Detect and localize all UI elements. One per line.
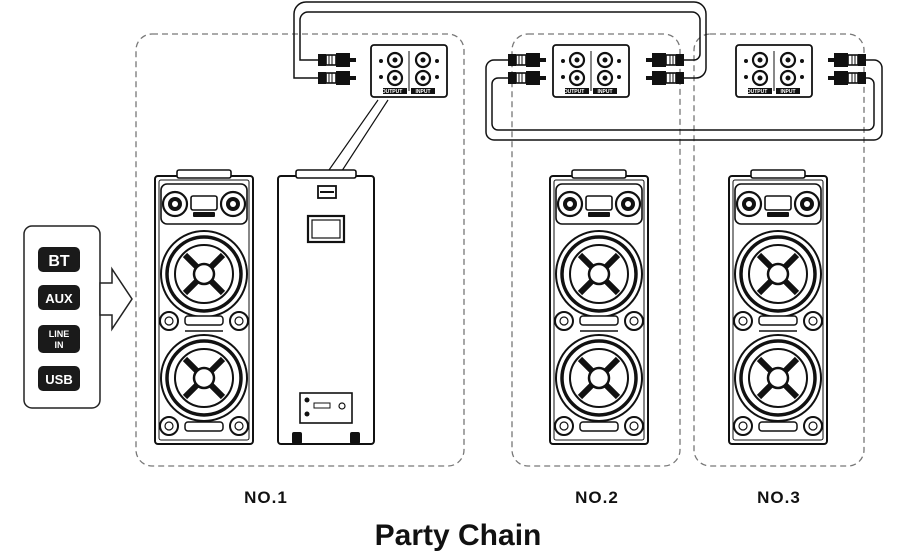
speaker-2-front [550, 170, 648, 444]
diagram-title: Party Chain [375, 519, 542, 552]
jack-panel-2: OUTPUT INPUT [551, 43, 631, 99]
unit-label-1: NO.1 [244, 488, 288, 507]
source-badge-usb: USB [38, 366, 80, 391]
input-label: INPUT [598, 89, 613, 95]
source-label-in: IN [55, 340, 64, 350]
source-badge-aux: AUX [38, 285, 80, 310]
jack-panel-3: OUTPUT INPUT [734, 43, 814, 99]
unit-1-outline [135, 33, 465, 467]
jack-panel-1: OUTPUT INPUT [369, 43, 449, 99]
speaker-1-rear [276, 168, 376, 446]
arrow-right-icon [99, 266, 133, 332]
unit-label-2: NO.2 [575, 488, 619, 507]
input-label: INPUT [781, 89, 796, 95]
detail-leader-lines [321, 99, 389, 181]
unit-3-outline [693, 33, 865, 467]
rca-cables [293, 1, 883, 141]
input-label: INPUT [416, 89, 431, 95]
source-label-line: LINE [49, 329, 70, 339]
output-label: OUTPUT [564, 89, 585, 95]
source-label: AUX [45, 291, 73, 306]
output-label: OUTPUT [747, 89, 768, 95]
unit-label-3: NO.3 [757, 488, 801, 507]
output-label: OUTPUT [382, 89, 403, 95]
source-badge-bt: BT [38, 247, 80, 272]
speaker-3-front [729, 170, 827, 444]
source-selector: BT AUX LINE IN USB [23, 225, 133, 409]
unit-2-outline [511, 33, 681, 467]
source-badge-line-in: LINE IN [38, 325, 80, 353]
source-label: BT [48, 253, 70, 270]
speaker-1-front [155, 170, 253, 444]
source-label: USB [45, 372, 72, 387]
